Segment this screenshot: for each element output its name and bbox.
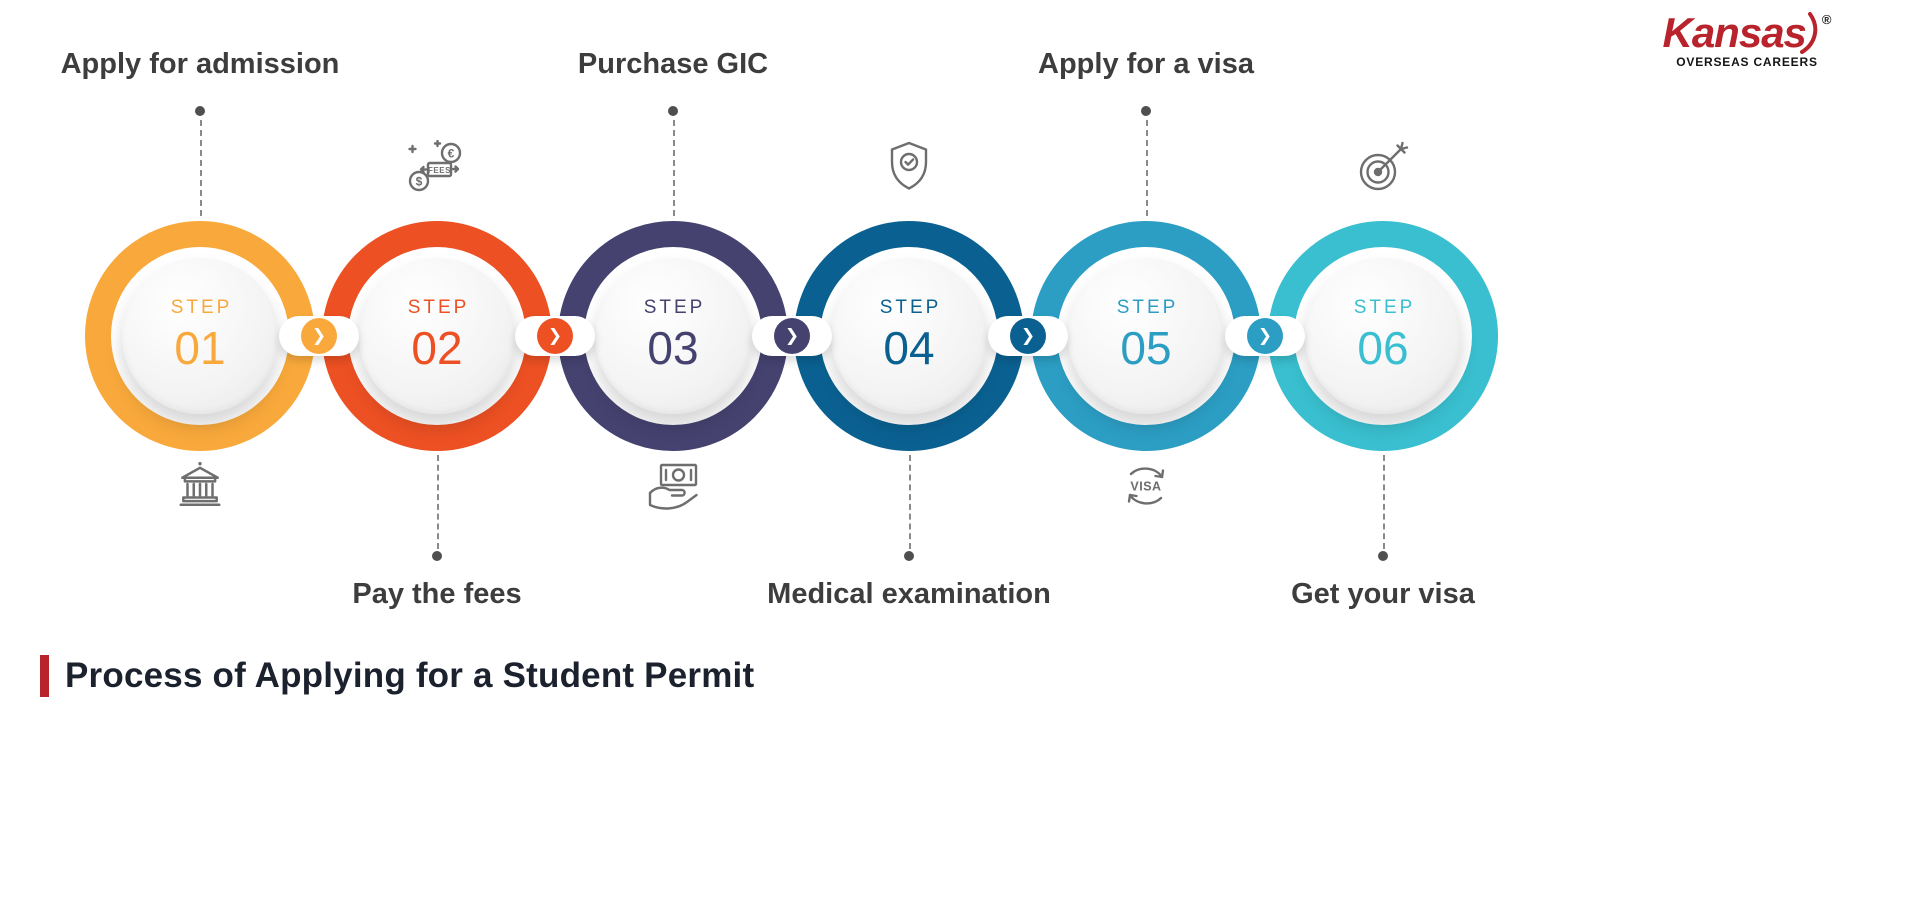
step-2-label: Pay the fees — [352, 578, 522, 610]
step-word: STEP — [879, 297, 942, 318]
chevron-icon: ❯ — [774, 318, 810, 354]
step-3-circle: STEP 03 — [595, 258, 751, 414]
connector-dot — [432, 551, 442, 561]
step-word: STEP — [1116, 297, 1179, 318]
chevron-icon: ❯ — [301, 318, 337, 354]
svg-text:€: € — [448, 147, 455, 161]
chevron-icon: ❯ — [1247, 318, 1283, 354]
step-number: 03 — [647, 322, 699, 374]
heading-accent-bar — [40, 655, 49, 697]
chevron-icon: ❯ — [1010, 318, 1046, 354]
connector-dot — [1141, 106, 1151, 116]
connector-dot — [668, 106, 678, 116]
step-4: STEP 04 Medical examination — [767, 0, 1051, 680]
fees-icon: € $ FEES — [406, 140, 468, 198]
step-number: 05 — [1120, 322, 1172, 374]
shield-check-icon — [885, 140, 933, 192]
connector-dot — [904, 551, 914, 561]
step-number: 04 — [883, 322, 935, 374]
dashed-connector — [673, 120, 675, 216]
step-5-label: Apply for a visa — [1038, 48, 1254, 80]
svg-text:$: $ — [416, 175, 423, 189]
dashed-connector — [200, 120, 202, 216]
step-6-circle: STEP 06 — [1305, 258, 1461, 414]
chevron-icon: ❯ — [537, 318, 573, 354]
step-word: STEP — [1353, 297, 1416, 318]
logo-tagline: OVERSEAS CAREERS — [1676, 55, 1818, 69]
step-6: STEP 06 Get your visa — [1266, 0, 1500, 680]
brand-logo: Kansas ® OVERSEAS CAREERS — [1662, 12, 1832, 70]
step-number: 01 — [174, 322, 226, 374]
step-3-label: Purchase GIC — [577, 48, 769, 80]
svg-text:FEES: FEES — [428, 166, 451, 175]
heading: Process of Applying for a Student Permit — [40, 655, 754, 697]
step-6-label: Get your visa — [1291, 578, 1475, 610]
step-3: Purchase GIC STEP 03 — [556, 0, 790, 680]
logo-swoosh-icon — [1799, 12, 1818, 54]
step-2-circle: STEP 02 — [359, 258, 515, 414]
step-4-circle: STEP 04 — [831, 258, 987, 414]
svg-text:VISA: VISA — [1130, 480, 1161, 494]
step-word: STEP — [170, 297, 233, 318]
bank-icon — [175, 460, 225, 510]
dashed-connector — [909, 455, 911, 549]
visa-renewal-icon: VISA — [1118, 460, 1174, 512]
step-word: STEP — [643, 297, 706, 318]
step-word: STEP — [407, 297, 470, 318]
step-4-label: Medical examination — [767, 578, 1051, 610]
target-icon — [1354, 140, 1412, 194]
step-2: € $ FEES STEP 02 Pay the fees — [320, 0, 554, 680]
dashed-connector — [1146, 120, 1148, 216]
brand-row: Kansas ® — [1662, 12, 1832, 54]
registered-mark: ® — [1821, 12, 1832, 27]
step-1-circle: STEP 01 — [122, 258, 278, 414]
connector-dot — [1378, 551, 1388, 561]
step-number: 02 — [411, 322, 463, 374]
step-number: 06 — [1357, 322, 1409, 374]
step-5-circle: STEP 05 — [1068, 258, 1224, 414]
heading-text: Process of Applying for a Student Permit — [65, 656, 755, 695]
dashed-connector — [437, 455, 439, 549]
dashed-connector — [1383, 455, 1385, 549]
connector-dot — [195, 106, 205, 116]
step-5: Apply for a visa STEP 05 VISA — [1029, 0, 1263, 680]
step-1-label: Apply for admission — [60, 48, 340, 80]
brand-name: Kansas — [1662, 9, 1806, 56]
cash-hand-icon — [644, 460, 702, 512]
